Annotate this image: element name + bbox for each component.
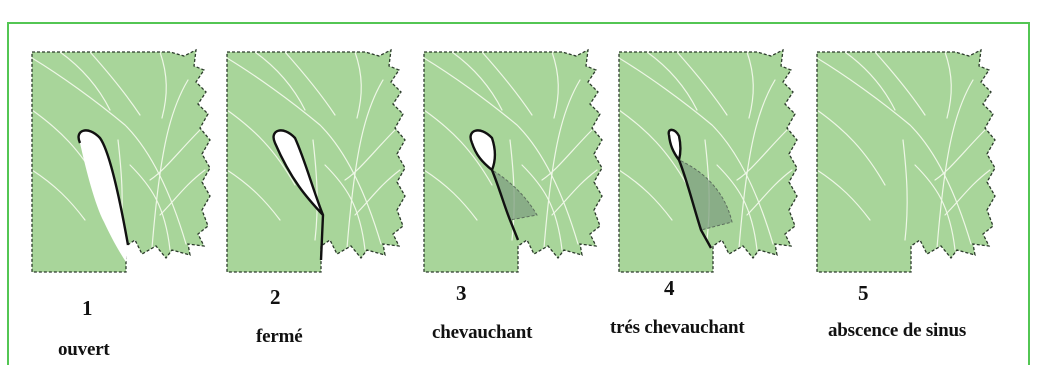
panel-number-4: 4: [664, 276, 675, 301]
panel-caption-5: abscence de sinus: [828, 320, 966, 342]
panel-number-3: 3: [456, 281, 467, 306]
panel-number-1: 1: [82, 296, 93, 321]
panel-number-2: 2: [270, 285, 281, 310]
leaf-panel-4: [619, 50, 797, 272]
leaf-panel-3: [424, 50, 602, 272]
panel-caption-3: chevauchant: [432, 322, 532, 344]
leaf-panel-2: [227, 50, 405, 272]
panel-caption-1: ouvert: [58, 339, 110, 361]
leaf-blade-2: [227, 50, 405, 272]
panel-caption-2: fermé: [256, 326, 302, 348]
panel-caption-4: trés chevauchant: [610, 317, 745, 339]
leaf-panel-1: [32, 50, 210, 272]
leaf-blade-5: [817, 50, 995, 272]
panel-number-5: 5: [858, 281, 869, 306]
leaf-blade-4: [619, 50, 797, 272]
leaf-blade-3: [424, 50, 602, 272]
leaf-panel-5: [817, 50, 995, 272]
